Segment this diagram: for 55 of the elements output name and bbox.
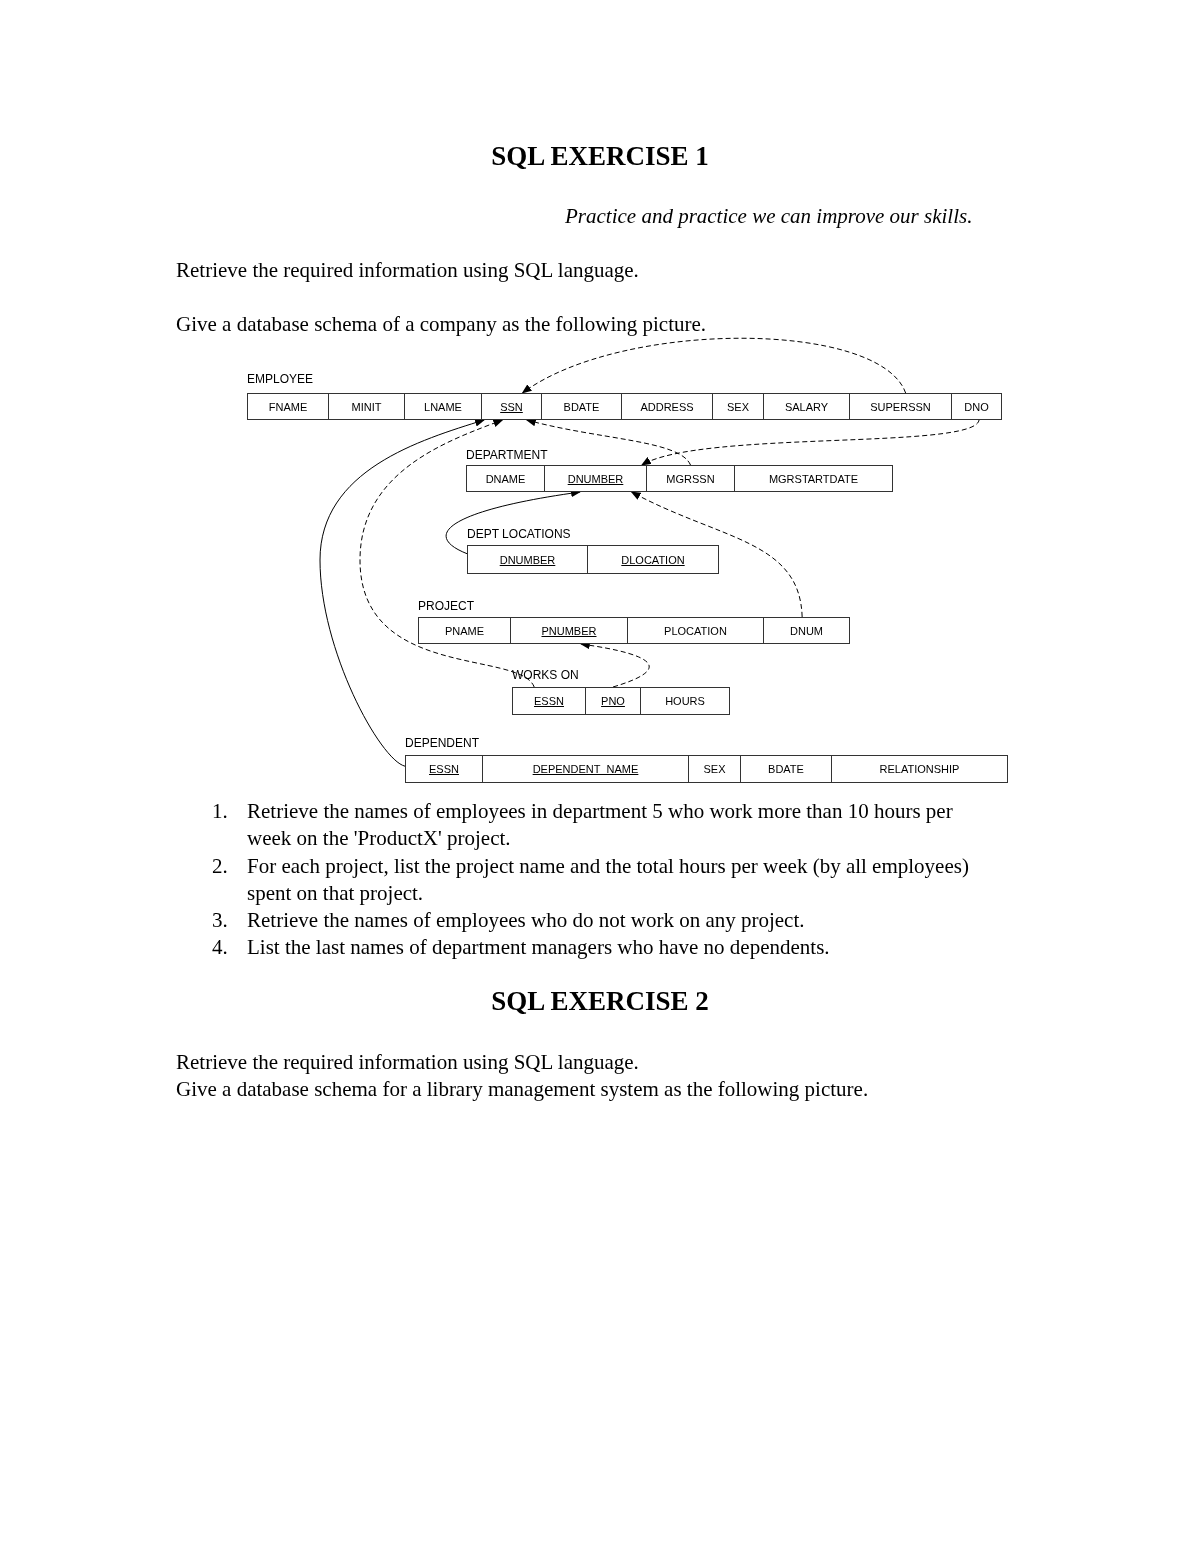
- column-cell: SEX: [688, 755, 741, 783]
- column-cell: PNO: [585, 687, 641, 715]
- column-cell: HOURS: [640, 687, 730, 715]
- column-cell: DEPENDENT_NAME: [482, 755, 689, 783]
- list-item-text: Retrieve the names of employees who do not work on any project.: [247, 907, 806, 934]
- table-name: PROJECT: [418, 599, 474, 613]
- column-cell: PLOCATION: [627, 617, 764, 644]
- heading: SQL EXERCISE 1: [490, 140, 710, 172]
- table-name: WORKS ON: [512, 668, 579, 682]
- column-cell: SSN: [481, 393, 542, 420]
- arrow: [630, 491, 803, 618]
- column-cell: ADDRESS: [621, 393, 713, 420]
- table-name: DEPENDENT: [405, 736, 479, 750]
- column-cell: RELATIONSHIP: [831, 755, 1008, 783]
- paragraph-text: Retrieve the required information using SQL language.: [176, 1049, 640, 1076]
- column-cell: DNUMBER: [467, 545, 588, 574]
- column-cell: DNUM: [763, 617, 850, 644]
- column-cell: MINIT: [328, 393, 405, 420]
- paragraph-text: Give a database schema for a library management system as the following picture.: [176, 1076, 870, 1103]
- column-cell: MGRSSN: [646, 465, 735, 492]
- arrow: [319, 418, 485, 767]
- column-cell: FNAME: [247, 393, 329, 420]
- column-cell: PNAME: [418, 617, 511, 644]
- arrow: [640, 419, 980, 466]
- column-cell: DLOCATION: [587, 545, 719, 574]
- column-cell: DNO: [951, 393, 1002, 420]
- arrow: [521, 337, 907, 394]
- paragraph-text: Retrieve the required information using SQL language.: [176, 257, 640, 284]
- table-name: DEPT LOCATIONS: [467, 527, 571, 541]
- column-cell: SEX: [712, 393, 764, 420]
- column-cell: SALARY: [763, 393, 850, 420]
- list-number: 4.: [212, 934, 229, 961]
- column-cell: BDATE: [541, 393, 622, 420]
- motto-text: Practice and practice we can improve our skills.: [565, 203, 974, 230]
- list-item-text: Retrieve the names of employees in department 5 who work more than 10 hours per week on the 'ProductX' project.: [247, 798, 954, 852]
- list-item-text: List the last names of department managers who have no dependents.: [247, 934, 831, 961]
- column-cell: LNAME: [404, 393, 482, 420]
- column-cell: DNUMBER: [544, 465, 647, 492]
- column-cell: BDATE: [740, 755, 832, 783]
- list-item-text: For each project, list the project name and the total hours per week (by all employees) spent on that project.: [247, 853, 970, 907]
- column-cell: DNAME: [466, 465, 545, 492]
- list-number: 3.: [212, 907, 229, 934]
- table-name: EMPLOYEE: [247, 372, 314, 386]
- paragraph-text: Give a database schema of a company as the following picture.: [176, 311, 708, 338]
- column-cell: PNUMBER: [510, 617, 628, 644]
- column-cell: MGRSTARTDATE: [734, 465, 893, 492]
- column-cell: SUPERSSN: [849, 393, 952, 420]
- heading: SQL EXERCISE 2: [490, 985, 710, 1017]
- arrow: [525, 418, 691, 466]
- column-cell: ESSN: [512, 687, 586, 715]
- list-number: 1.: [212, 798, 229, 825]
- list-number: 2.: [212, 853, 229, 880]
- arrow: [359, 419, 535, 688]
- table-name: DEPARTMENT: [466, 448, 548, 462]
- column-cell: ESSN: [405, 755, 483, 783]
